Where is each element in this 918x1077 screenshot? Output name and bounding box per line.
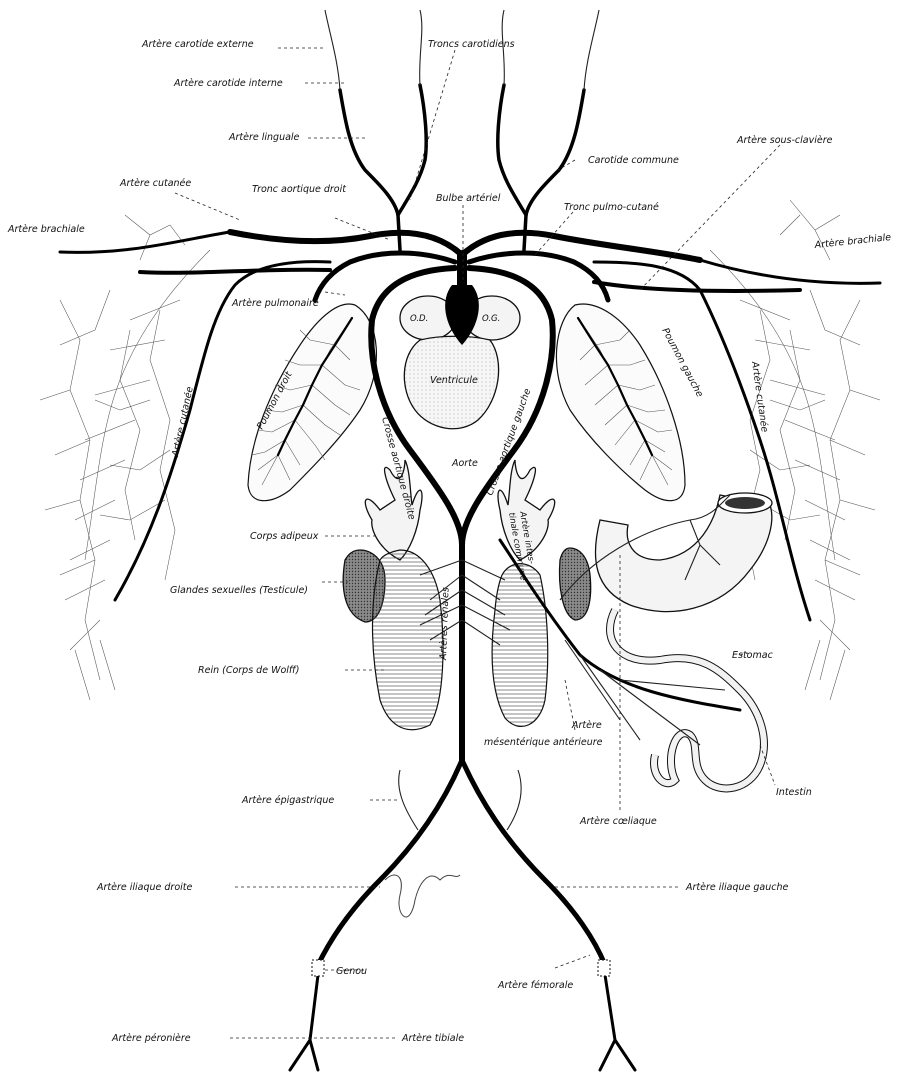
label-arteres-renales: Artères rénales xyxy=(438,587,452,661)
label-pulmonaire: Artère pulmonaire xyxy=(231,298,319,309)
left-kidney xyxy=(492,564,548,727)
label-tronc-aortique-droit: Tronc aortique droit xyxy=(252,184,347,195)
label-peroniere: Artère péronière xyxy=(111,1033,191,1044)
signature xyxy=(385,875,460,917)
label-coeliaque: Artère cœliaque xyxy=(579,816,657,827)
label-cutanee-gauche: Artère cutanée xyxy=(749,360,770,433)
label-carotide-commune: Carotide commune xyxy=(588,155,679,166)
label-iliaque-droite: Artère iliaque droite xyxy=(96,882,193,893)
label-mesenterique-2: mésentérique antérieure xyxy=(484,737,603,748)
left-skin-network xyxy=(40,250,210,700)
label-od: O.D. xyxy=(410,314,428,324)
heart xyxy=(400,285,520,429)
label-estomac: Estomac xyxy=(732,650,774,661)
label-genou: Genou xyxy=(336,966,367,977)
label-cutanee-haut: Artère cutanée xyxy=(119,178,191,189)
label-femorale: Artère fémorale xyxy=(497,980,573,991)
label-rein: Rein (Corps de Wolff) xyxy=(198,665,300,676)
right-kidney xyxy=(373,550,443,730)
label-carotide-externe: Artère carotide externe xyxy=(141,39,254,50)
label-brachiale-gauche: Artère brachiale xyxy=(813,232,892,251)
label-aorte: Aorte xyxy=(451,458,478,469)
label-epigastrique: Artère épigastrique xyxy=(241,795,334,806)
label-cutanee-droite: Artère cutanée xyxy=(170,385,196,458)
label-ventricule: Ventricule xyxy=(430,375,478,386)
upper-left-skin-network xyxy=(125,215,185,260)
label-intestin: Intestin xyxy=(776,787,812,798)
label-sous-claviere: Artère sous-clavière xyxy=(736,135,833,146)
label-og: O.G. xyxy=(482,314,500,324)
stomach xyxy=(595,493,772,612)
left-testis xyxy=(560,548,591,620)
label-tibiale: Artère tibiale xyxy=(401,1033,464,1044)
label-troncs-carotidiens: Troncs carotidiens xyxy=(428,39,515,50)
label-tronc-pulmo-cutane: Tronc pulmo-cutané xyxy=(564,202,659,213)
label-glandes-sexuelles: Glandes sexuelles (Testicule) xyxy=(170,585,308,596)
left-knee-marker xyxy=(598,960,610,976)
label-linguale: Artère linguale xyxy=(228,132,300,143)
label-poumon-gauche: Poumon gauche xyxy=(659,326,705,399)
right-knee-marker xyxy=(312,960,324,976)
label-brachiale-droite: Artère brachiale xyxy=(7,224,85,235)
label-mesenterique-1: Artère xyxy=(571,720,602,731)
label-bulbe-arteriel: Bulbe artériel xyxy=(436,193,501,204)
label-corps-adipeux: Corps adipeux xyxy=(250,531,319,542)
right-skin-network xyxy=(710,200,880,700)
label-iliaque-gauche: Artère iliaque gauche xyxy=(685,882,789,893)
label-carotide-interne: Artère carotide interne xyxy=(173,78,283,89)
